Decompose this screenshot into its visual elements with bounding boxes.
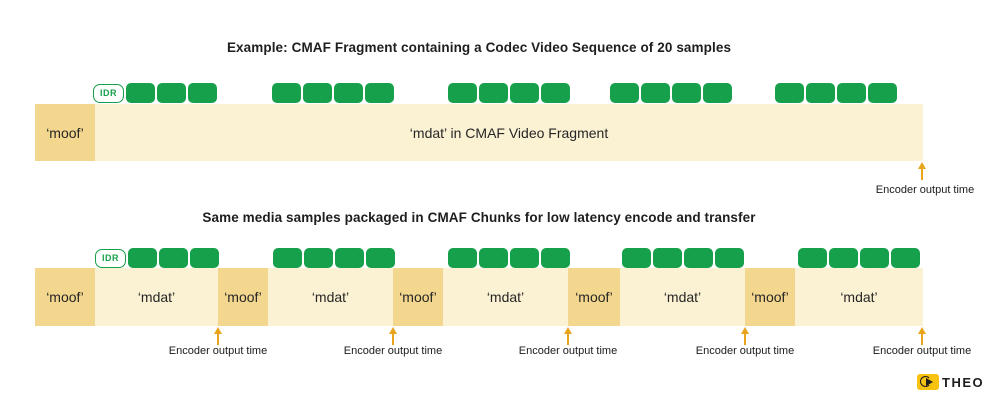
sample-group: IDR — [95, 248, 219, 268]
video-sample-block — [157, 83, 186, 103]
logo-text: THEO — [942, 374, 985, 390]
sample-group — [775, 83, 897, 103]
video-sample-block — [891, 248, 920, 268]
arrow-stem — [391, 334, 395, 345]
video-sample-block — [365, 83, 394, 103]
video-sample-block — [190, 248, 219, 268]
arrow-head-icon — [918, 327, 926, 334]
arrow-head-icon — [214, 327, 222, 334]
chunks-title: Same media samples packaged in CMAF Chun… — [202, 210, 756, 225]
arrow-stem — [920, 334, 924, 345]
sample-group — [448, 248, 570, 268]
video-sample-block — [479, 83, 508, 103]
sample-group — [448, 83, 570, 103]
arrow-head-icon — [389, 327, 397, 334]
arrow-stem — [566, 334, 570, 345]
sample-group — [272, 83, 394, 103]
video-sample-block — [541, 83, 570, 103]
fragment-sample-row: IDR — [0, 83, 1000, 103]
arrow-stem — [743, 334, 747, 345]
moof-box: ‘moof’ — [393, 268, 443, 326]
encoder-output-label: Encoder output time — [695, 345, 795, 357]
sample-group — [610, 83, 732, 103]
video-sample-block — [775, 83, 804, 103]
encoder-output-label: Encoder output time — [343, 345, 443, 357]
video-sample-block — [806, 83, 835, 103]
moof-box: ‘moof’ — [568, 268, 620, 326]
video-sample-block — [334, 83, 363, 103]
mdat-box: ‘mdat’ — [443, 268, 568, 326]
encoder-output-arrow — [916, 162, 928, 180]
video-sample-block — [622, 248, 651, 268]
video-sample-block — [303, 83, 332, 103]
mdat-box: ‘mdat’ — [95, 268, 218, 326]
video-sample-block — [335, 248, 364, 268]
theo-logo: THEO — [917, 374, 984, 390]
video-sample-block — [829, 248, 858, 268]
video-sample-block — [541, 248, 570, 268]
video-sample-block — [610, 83, 639, 103]
sample-group — [622, 248, 744, 268]
video-sample-block — [860, 248, 889, 268]
encoder-output-label: Encoder output time — [518, 345, 618, 357]
video-sample-block — [479, 248, 508, 268]
encoder-output-arrow — [739, 327, 751, 345]
video-sample-block — [672, 83, 701, 103]
mdat-box: ‘mdat’ in CMAF Video Fragment — [95, 104, 923, 161]
video-sample-block — [159, 248, 188, 268]
chunks-bar: ‘moof’ ‘mdat’ ‘moof’ ‘mdat’ ‘moof’ ‘mdat… — [35, 268, 923, 326]
video-sample-block — [715, 248, 744, 268]
video-sample-block — [448, 83, 477, 103]
video-sample-block — [684, 248, 713, 268]
play-circle — [920, 376, 931, 387]
sample-group — [798, 248, 920, 268]
video-sample-block — [798, 248, 827, 268]
arrow-stem — [920, 169, 924, 180]
video-sample-block — [273, 248, 302, 268]
encoder-output-label: Encoder output time — [872, 345, 972, 357]
idr-badge: IDR — [93, 83, 124, 103]
video-sample-block — [510, 248, 539, 268]
encoder-output-arrow — [212, 327, 224, 345]
video-sample-block — [448, 248, 477, 268]
video-sample-block — [641, 83, 670, 103]
arrow-head-icon — [564, 327, 572, 334]
video-sample-block — [126, 83, 155, 103]
video-sample-block — [837, 83, 866, 103]
video-sample-block — [868, 83, 897, 103]
arrow-head-icon — [741, 327, 749, 334]
mdat-box: ‘mdat’ — [795, 268, 923, 326]
moof-box: ‘moof’ — [218, 268, 268, 326]
moof-box: ‘moof’ — [35, 104, 95, 161]
fragment-title: Example: CMAF Fragment containing a Code… — [226, 40, 732, 55]
encoder-output-arrow — [562, 327, 574, 345]
play-icon — [917, 374, 939, 390]
play-triangle — [926, 378, 933, 386]
fragment-bar: ‘moof’ ‘mdat’ in CMAF Video Fragment — [35, 104, 923, 161]
encoder-output-label: Encoder output time — [168, 345, 268, 357]
video-sample-block — [272, 83, 301, 103]
encoder-output-arrow — [387, 327, 399, 345]
mdat-box: ‘mdat’ — [268, 268, 393, 326]
mdat-box: ‘mdat’ — [620, 268, 745, 326]
moof-box: ‘moof’ — [745, 268, 795, 326]
video-sample-block — [128, 248, 157, 268]
arrow-head-icon — [918, 162, 926, 169]
idr-badge: IDR — [95, 248, 126, 268]
video-sample-block — [703, 83, 732, 103]
video-sample-block — [304, 248, 333, 268]
encoder-output-arrow — [916, 327, 928, 345]
video-sample-block — [366, 248, 395, 268]
video-sample-block — [510, 83, 539, 103]
sample-group — [273, 248, 395, 268]
chunks-sample-row: IDR — [0, 248, 1000, 268]
moof-box: ‘moof’ — [35, 268, 95, 326]
video-sample-block — [653, 248, 682, 268]
sample-group: IDR — [93, 83, 217, 103]
arrow-stem — [216, 334, 220, 345]
video-sample-block — [188, 83, 217, 103]
encoder-output-label: Encoder output time — [875, 184, 975, 196]
